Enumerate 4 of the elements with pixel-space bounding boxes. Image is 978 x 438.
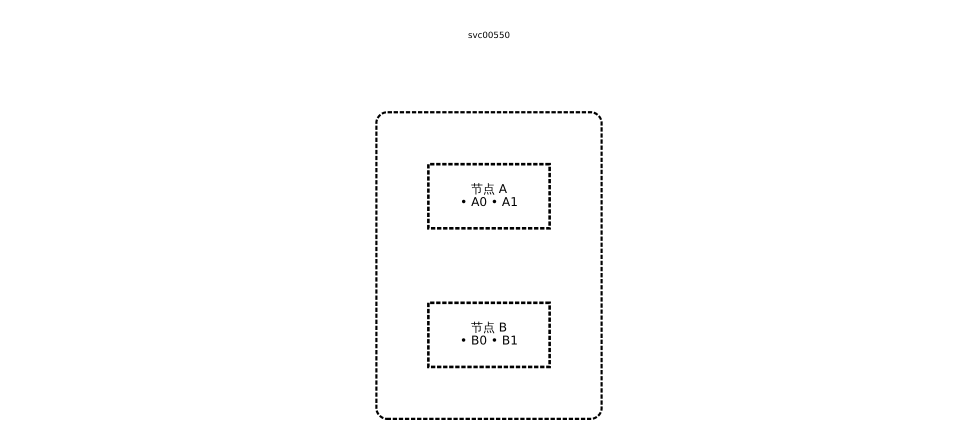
node-box: 节点 A • A0 • A1 [427, 162, 551, 230]
node-box: 节点 B • B0 • B1 [427, 302, 551, 368]
cluster [375, 111, 603, 420]
label: svc00550 [468, 31, 510, 42]
